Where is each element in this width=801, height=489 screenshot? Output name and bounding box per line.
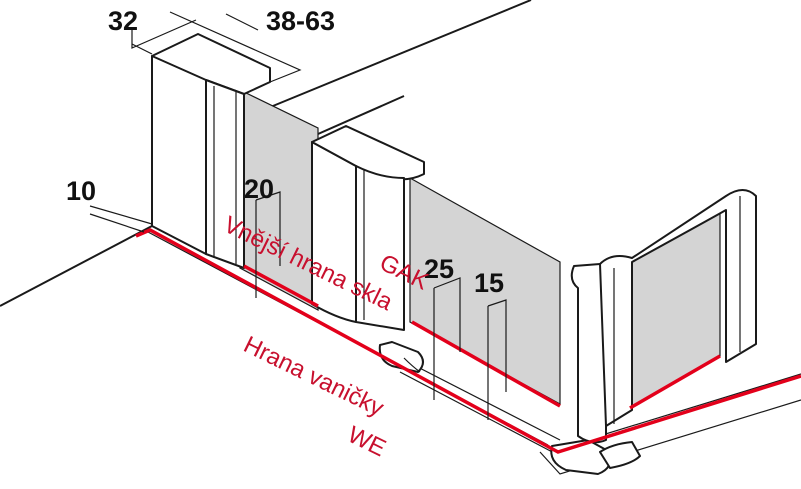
dim-20-label: 20 (244, 174, 274, 204)
glass-panels (239, 89, 721, 410)
dim-25-label: 25 (424, 254, 454, 284)
dimension-lines (89, 11, 507, 420)
glass-edge-red-line-mid (411, 320, 561, 408)
tray-edge-lines (147, 231, 801, 475)
dim-15-label: 15 (474, 268, 504, 298)
wall-lines (0, 0, 532, 307)
dim-10-label: 10 (66, 176, 96, 206)
tray-edge-we-label: WE (343, 421, 390, 462)
dim-32-label: 32 (108, 6, 138, 36)
corner-profile-right (570, 189, 757, 444)
wall-profile-middle (311, 125, 425, 331)
glass-edge-red-line-right (629, 354, 721, 410)
tray-edge-red-line (135, 228, 801, 454)
wall-profile-left (151, 33, 271, 269)
tray-edge-label: Hrana vaničky (239, 331, 388, 422)
dim-38-63-label: 38-63 (266, 6, 335, 36)
